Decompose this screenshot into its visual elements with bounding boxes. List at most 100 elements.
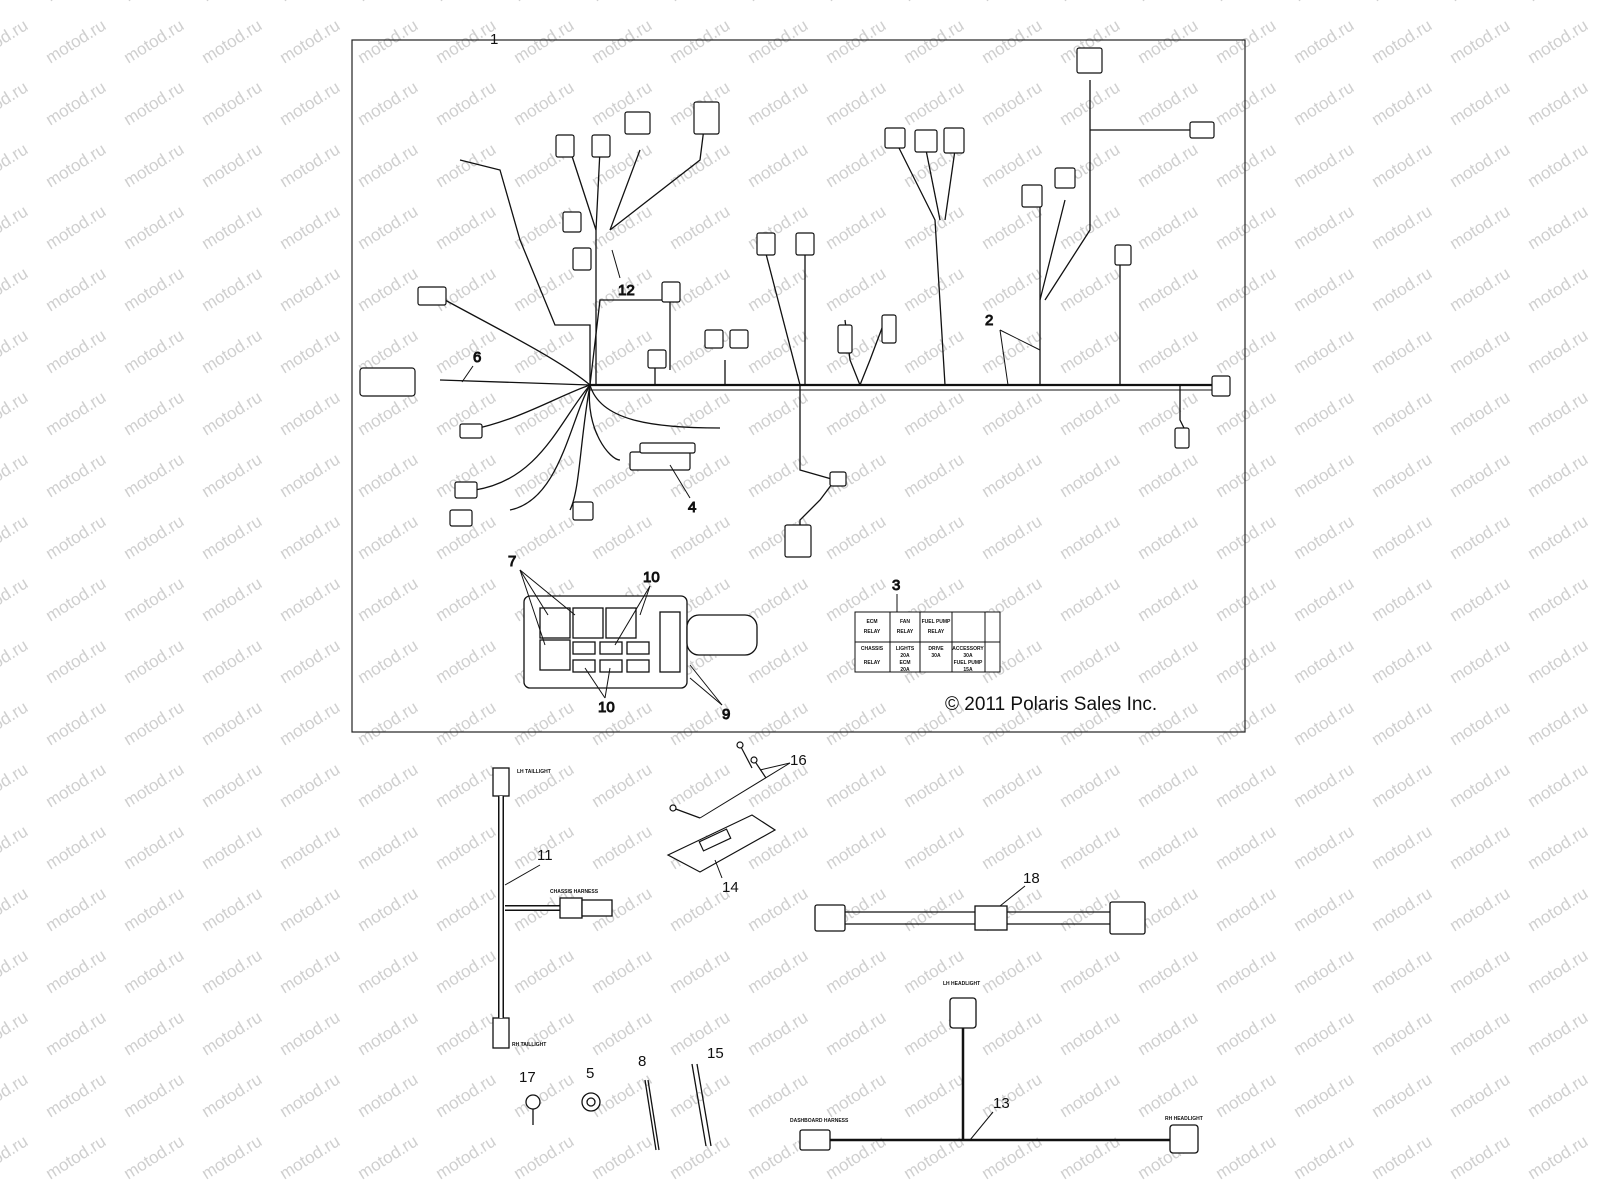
headlight-harness bbox=[799, 997, 1199, 1154]
watermark-text: motod.ru bbox=[822, 264, 889, 316]
watermark-text: motod.ru bbox=[0, 450, 31, 502]
watermark-text: motod.ru bbox=[198, 1132, 265, 1184]
watermark-text: motod.ru bbox=[510, 512, 577, 564]
watermark-text: motod.ru bbox=[432, 946, 499, 998]
watermark-text: motod.ru bbox=[198, 450, 265, 502]
watermark-text: motod.ru bbox=[822, 512, 889, 564]
watermark-text: motod.ru bbox=[1524, 1070, 1591, 1122]
watermark-text: motod.ru bbox=[1368, 822, 1435, 874]
watermark-text: motod.ru bbox=[1134, 0, 1201, 5]
watermark-text: motod.ru bbox=[900, 884, 967, 936]
watermark-text: motod.ru bbox=[1524, 1132, 1591, 1184]
watermark-text: motod.ru bbox=[1368, 326, 1435, 378]
small-parts bbox=[525, 1063, 712, 1151]
watermark-text: motod.ru bbox=[354, 1070, 421, 1122]
watermark-text: motod.ru bbox=[822, 202, 889, 254]
watermark-text: motod.ru bbox=[198, 264, 265, 316]
watermark-text: motod.ru bbox=[432, 636, 499, 688]
watermark-text: motod.ru bbox=[1290, 326, 1357, 378]
watermark-text: motod.ru bbox=[0, 78, 31, 130]
watermark-text: motod.ru bbox=[666, 140, 733, 192]
watermark-text: motod.ru bbox=[1056, 946, 1123, 998]
watermark-text: motod.ru bbox=[1134, 946, 1201, 998]
dashboard-harness-label: DASHBOARD HARNESS bbox=[790, 1118, 849, 1124]
watermark-text: motod.ru bbox=[510, 0, 577, 5]
watermark-text: motod.ru bbox=[0, 1008, 31, 1060]
watermark-text: motod.ru bbox=[900, 450, 967, 502]
watermark-text: motod.ru bbox=[1446, 946, 1513, 998]
watermark-text: motod.ru bbox=[120, 884, 187, 936]
watermark-text: motod.ru bbox=[1368, 264, 1435, 316]
watermark-text: motod.ru bbox=[1368, 78, 1435, 130]
watermark-text: motod.ru bbox=[1368, 1070, 1435, 1122]
relay-label-text: RELAY bbox=[864, 629, 881, 635]
watermark-text: motod.ru bbox=[978, 1008, 1045, 1060]
watermark-text: motod.ru bbox=[432, 1008, 499, 1060]
watermark-text: motod.ru bbox=[432, 574, 499, 626]
watermark-text: motod.ru bbox=[120, 760, 187, 812]
watermark-text: motod.ru bbox=[0, 822, 31, 874]
watermark-text: motod.ru bbox=[1524, 574, 1591, 626]
watermark-text: motod.ru bbox=[354, 1008, 421, 1060]
watermark-text: motod.ru bbox=[588, 946, 655, 998]
watermark-text: motod.ru bbox=[276, 698, 343, 750]
watermark-text: motod.ru bbox=[1524, 946, 1591, 998]
callout-9: 9 bbox=[722, 706, 730, 723]
watermark-text: motod.ru bbox=[198, 1008, 265, 1060]
relay-label-text: ECM bbox=[866, 619, 877, 625]
watermark-text: motod.ru bbox=[1134, 16, 1201, 68]
watermark-text: motod.ru bbox=[900, 760, 967, 812]
bracket-and-screws bbox=[666, 741, 777, 873]
watermark-text: motod.ru bbox=[1368, 202, 1435, 254]
relay-label-text: FUEL PUMP bbox=[922, 619, 951, 625]
watermark-text: motod.ru bbox=[276, 264, 343, 316]
watermark-text: motod.ru bbox=[1134, 140, 1201, 192]
watermark-text: motod.ru bbox=[276, 1070, 343, 1122]
relay-label-text: CHASSIS bbox=[861, 646, 884, 652]
watermark-text: motod.ru bbox=[1446, 884, 1513, 936]
main-harness-frame bbox=[351, 39, 1246, 733]
watermark-text: motod.ru bbox=[432, 1132, 499, 1184]
watermark-text: motod.ru bbox=[1290, 78, 1357, 130]
watermark-text: motod.ru bbox=[1134, 326, 1201, 378]
fuse-box bbox=[523, 595, 758, 689]
watermark-text: motod.ru bbox=[510, 698, 577, 750]
watermark-text: motod.ru bbox=[666, 0, 733, 5]
watermark-text: motod.ru bbox=[198, 16, 265, 68]
jumper-harness bbox=[814, 901, 1146, 935]
watermark-text: motod.ru bbox=[588, 16, 655, 68]
watermark-text: motod.ru bbox=[900, 0, 967, 5]
watermark-text: motod.ru bbox=[1134, 512, 1201, 564]
watermark-text: motod.ru bbox=[822, 1070, 889, 1122]
watermark-text: motod.ru bbox=[1056, 450, 1123, 502]
watermark-text: motod.ru bbox=[978, 264, 1045, 316]
watermark-text: motod.ru bbox=[978, 16, 1045, 68]
watermark-text: motod.ru bbox=[1056, 512, 1123, 564]
watermark-text: motod.ru bbox=[900, 822, 967, 874]
watermark-text: motod.ru bbox=[354, 636, 421, 688]
watermark-text: motod.ru bbox=[1524, 884, 1591, 936]
watermark-text: motod.ru bbox=[1056, 388, 1123, 440]
watermark-text: motod.ru bbox=[588, 1132, 655, 1184]
watermark-text: motod.ru bbox=[198, 822, 265, 874]
watermark-text: motod.ru bbox=[1212, 1070, 1279, 1122]
watermark-text: motod.ru bbox=[120, 140, 187, 192]
watermark-text: motod.ru bbox=[1290, 16, 1357, 68]
watermark-text: motod.ru bbox=[1212, 140, 1279, 192]
watermark-text: motod.ru bbox=[1368, 140, 1435, 192]
watermark-text: motod.ru bbox=[1446, 264, 1513, 316]
watermark-text: motod.ru bbox=[42, 822, 109, 874]
watermark-text: motod.ru bbox=[1134, 1008, 1201, 1060]
watermark-text: motod.ru bbox=[198, 1070, 265, 1122]
watermark-text: motod.ru bbox=[0, 140, 31, 192]
watermark-text: motod.ru bbox=[588, 822, 655, 874]
watermark-text: motod.ru bbox=[42, 636, 109, 688]
watermark-text: motod.ru bbox=[276, 884, 343, 936]
watermark-text: motod.ru bbox=[1368, 636, 1435, 688]
watermark-text: motod.ru bbox=[432, 698, 499, 750]
watermark-text: motod.ru bbox=[198, 698, 265, 750]
watermark-text: motod.ru bbox=[1212, 264, 1279, 316]
watermark-text: motod.ru bbox=[1524, 760, 1591, 812]
watermark-text: motod.ru bbox=[1212, 1132, 1279, 1184]
